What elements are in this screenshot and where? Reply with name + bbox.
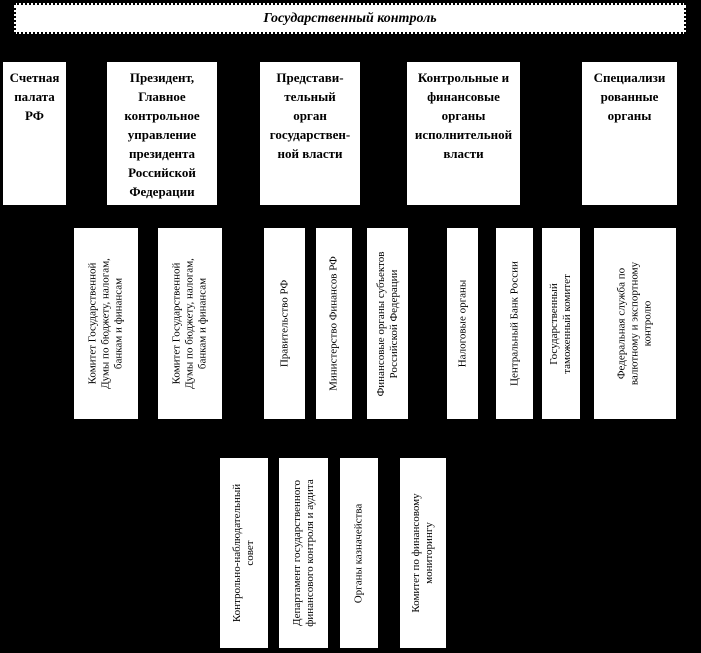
chart-title: Государственный контроль: [14, 3, 686, 34]
node-label: Комитет Государственной Думы по бюджету,…: [170, 258, 209, 389]
node-representative-body: Представи- тельный орган государствен- н…: [260, 62, 360, 205]
node-label: Федеральная служба по валютному и экспор…: [615, 261, 654, 386]
node-specialized-bodies: Специализи рованные органы: [582, 62, 677, 205]
node-label: Правительство РФ: [278, 279, 290, 368]
node-label: Департамент государственного финансового…: [290, 479, 316, 627]
node-currency-export-control-service: Федеральная служба по валютному и экспор…: [594, 228, 676, 419]
node-label: Государственный таможенный комитет: [548, 273, 573, 374]
node-regional-finance-bodies: Финансовые органы субъектов Российской Ф…: [367, 228, 408, 419]
node-government-rf: Правительство РФ: [264, 228, 305, 419]
node-label: Контрольно-наблюдательный совет: [231, 483, 256, 623]
node-control-supervisory-council: Контрольно-наблюдательный совет: [220, 458, 268, 648]
node-label: Комитет по финансовому мониторингу: [410, 493, 435, 613]
node-label: Комитет Государственной Думы по бюджету,…: [86, 258, 125, 389]
node-duma-budget-committee-1: Комитет Государственной Думы по бюджету,…: [74, 228, 138, 419]
node-accounts-chamber: Счетная палата РФ: [3, 62, 66, 205]
node-president-control-directorate: Президент, Главное контрольное управлени…: [107, 62, 217, 205]
node-state-customs-committee: Государственный таможенный комитет: [542, 228, 580, 419]
node-finance-ministry-rf: Министерство Финансов РФ: [316, 228, 352, 419]
node-treasury-bodies: Органы казначейства: [340, 458, 378, 648]
node-state-fincontrol-audit-department: Департамент государственного финансового…: [279, 458, 328, 648]
node-finmonitoring-committee: Комитет по финансовому мониторингу: [400, 458, 446, 648]
node-duma-budget-committee-2: Комитет Государственной Думы по бюджету,…: [158, 228, 222, 419]
node-label: Министерство Финансов РФ: [327, 256, 340, 391]
node-central-bank-russia: Центральный Банк России: [496, 228, 533, 419]
node-executive-control-finance-bodies: Контрольные и финансовые органы исполнит…: [407, 62, 520, 205]
node-label: Финансовые органы субъектов Российской Ф…: [374, 251, 400, 396]
node-label: Налоговые органы: [456, 279, 468, 368]
node-label: Органы казначейства: [352, 503, 365, 603]
node-label: Центральный Банк России: [508, 261, 520, 386]
node-tax-bodies: Налоговые органы: [447, 228, 478, 419]
